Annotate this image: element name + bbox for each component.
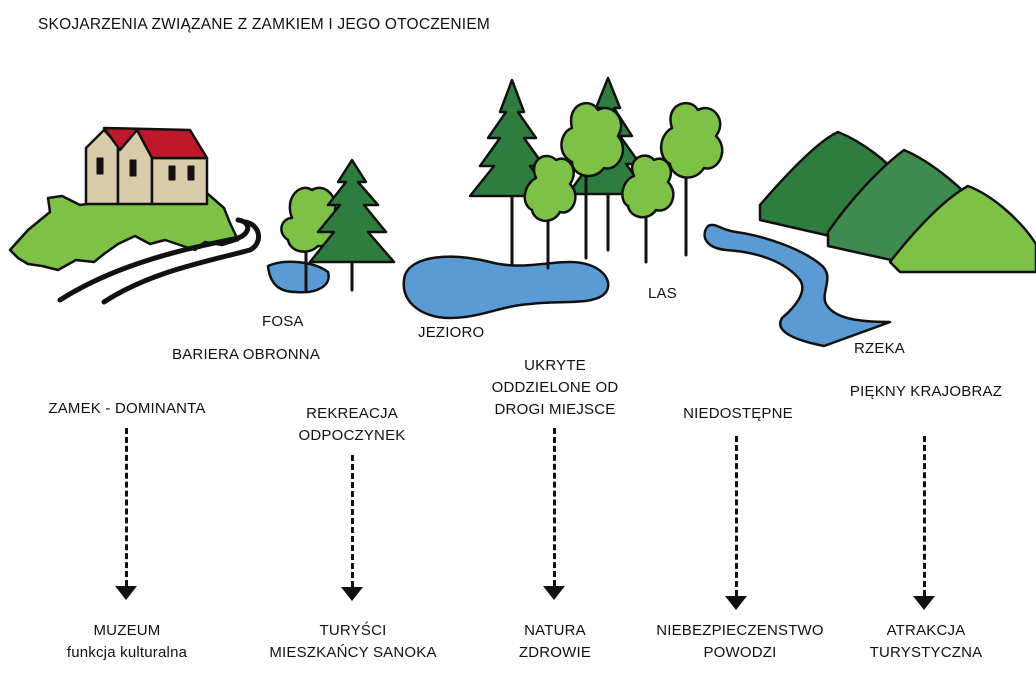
page-title: SKOJARZENIA ZWIĄZANE Z ZAMKIEM I JEGO OT… xyxy=(38,16,490,33)
dashed-arrow-icon xyxy=(341,455,363,601)
forest xyxy=(468,76,724,270)
label-fosa: FOSA xyxy=(262,313,304,330)
text-line: MUZEUM xyxy=(93,622,161,639)
castle-hill xyxy=(8,192,240,272)
dashed-arrow-icon xyxy=(115,428,137,600)
text-line: ATRAKCJA xyxy=(886,622,966,639)
text-line: TURYŚCI xyxy=(319,622,387,639)
association-bottom-2: TURYŚCI MIESZKAŃCY SANOKA xyxy=(258,620,448,664)
text-line: ZAMEK - DOMINANTA xyxy=(48,400,206,417)
moat xyxy=(266,260,330,294)
label-las: LAS xyxy=(648,285,677,302)
association-bottom-3: NATURA ZDROWIE xyxy=(484,620,626,664)
association-bottom-4: NIEBEZPIECZENSTWO POWODZI xyxy=(642,620,838,664)
association-bottom-5: ATRAKCJA TURYSTYCZNA xyxy=(856,620,996,664)
association-top-4: NIEDOSTĘPNE xyxy=(656,403,820,425)
castle-icon xyxy=(84,126,209,206)
dashed-arrow-icon xyxy=(543,428,565,600)
text-line: TURYSTYCZNA xyxy=(869,644,983,661)
deciduous-tree-icon xyxy=(523,154,577,270)
dashed-arrow-icon xyxy=(725,436,747,610)
text-line: ZDROWIE xyxy=(518,644,592,661)
road xyxy=(57,217,261,305)
conifer-tree-icon xyxy=(308,158,396,292)
deciduous-tree-icon xyxy=(621,154,675,264)
text-line: UKRYTE xyxy=(524,357,586,374)
dashed-arrow-icon xyxy=(913,436,935,610)
text-line: ODPOCZYNEK xyxy=(298,427,406,444)
text-line: NIEDOSTĘPNE xyxy=(683,405,793,422)
lake xyxy=(402,255,610,320)
text-line: MIESZKAŃCY SANOKA xyxy=(269,644,437,661)
association-top-1: ZAMEK - DOMINANTA xyxy=(36,398,218,420)
conifer-tree-icon xyxy=(468,78,554,267)
label-bariera-obronna: BARIERA OBRONNA xyxy=(172,346,321,363)
association-top-3: UKRYTE ODDZIELONE OD DROGI MIEJSCE xyxy=(474,355,636,421)
text-line: DROGI MIEJSCE xyxy=(494,401,616,418)
text-line: POWODZI xyxy=(703,644,777,661)
text-line: NIEBEZPIECZENSTWO xyxy=(656,622,824,639)
deciduous-tree-icon xyxy=(660,101,724,257)
association-top-5: PIĘKNY KRAJOBRAZ xyxy=(838,381,1014,403)
association-bottom-1: MUZEUM funkcja kulturalna xyxy=(46,620,208,664)
text-line: PIĘKNY KRAJOBRAZ xyxy=(849,383,1003,400)
text-line: funkcja kulturalna xyxy=(66,644,188,661)
label-jezioro: JEZIORO xyxy=(418,324,485,341)
label-rzeka: RZEKA xyxy=(854,340,906,357)
association-top-2: REKREACJA ODPOCZYNEK xyxy=(270,403,434,447)
river xyxy=(703,223,892,348)
deciduous-tree-icon xyxy=(560,101,625,260)
hills xyxy=(758,130,1036,274)
text-line: REKREACJA xyxy=(306,405,398,422)
text-line: ODDZIELONE OD xyxy=(491,379,619,396)
text-line: NATURA xyxy=(524,622,586,639)
